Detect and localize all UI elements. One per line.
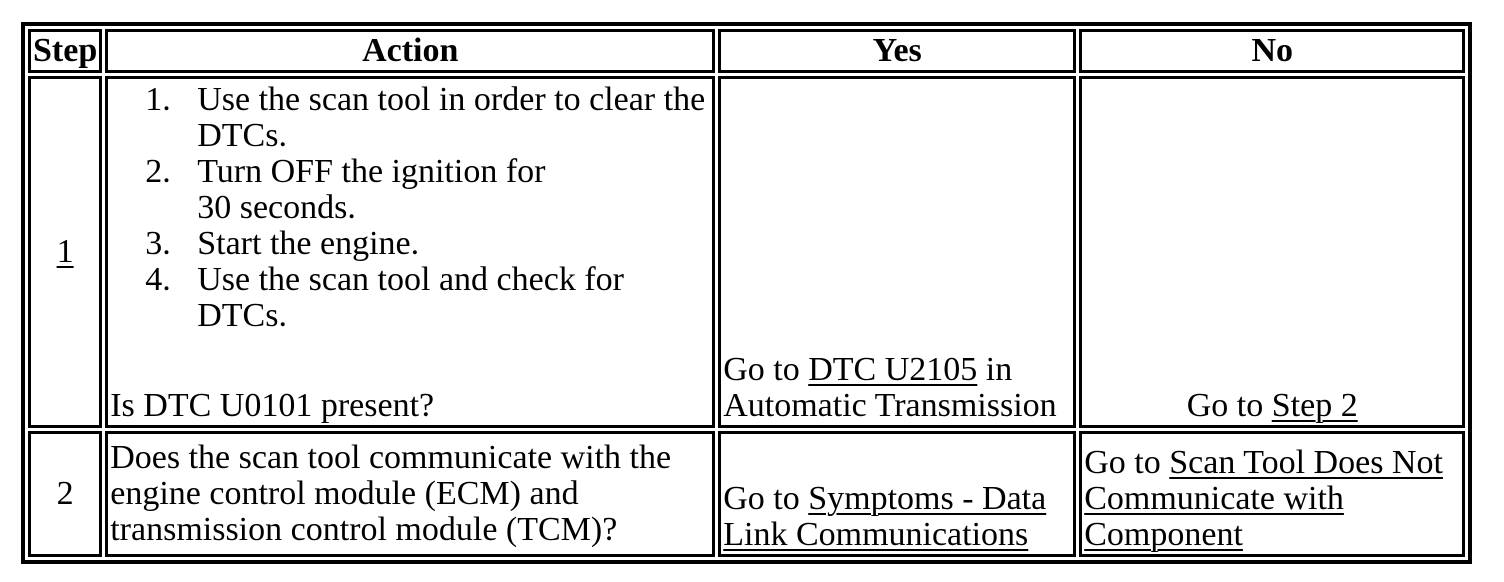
no-text-prefix: Go to (1186, 387, 1272, 424)
step-2-link[interactable]: Step 2 (1271, 387, 1358, 424)
column-header-yes: Yes (718, 29, 1077, 73)
yes-text-suffix: in Automatic Transmission (723, 351, 1057, 424)
column-header-action: Action (105, 29, 716, 73)
step-2-cell: 2 (28, 431, 103, 557)
step-1-link[interactable]: 1 (56, 233, 74, 270)
header-row: Step Action Yes No (28, 29, 1466, 73)
action-step-item: Start the engine. (145, 225, 420, 263)
table-row-step-1: 1 Use the scan tool in order to clear th… (28, 76, 1466, 428)
step-1-no-cell: Go to Step 2 (1079, 76, 1466, 428)
step-2-question: Does the scan tool communicate with the … (110, 439, 672, 548)
step-1-cell: 1 (28, 76, 103, 428)
table-row-step-2: 2 Does the scan tool communicate with th… (28, 431, 1466, 557)
scan-tool-does-not-communicate-link[interactable]: Scan Tool Does Not Communicate with Comp… (1084, 444, 1443, 553)
column-header-step: Step (28, 29, 103, 73)
yes-text-prefix: Go to (723, 480, 809, 517)
symptoms-data-link-communications-link[interactable]: Symptoms - Data Link Communications (723, 480, 1047, 553)
step-2-no-cell: Go to Scan Tool Does Not Communicate wit… (1079, 431, 1466, 557)
step-1-question: Is DTC U0101 present? (110, 387, 435, 424)
diagnostic-troubleshooting-table: Step Action Yes No 1 Use the scan tool i… (21, 22, 1473, 564)
no-text-prefix: Go to (1084, 444, 1170, 481)
step-2-yes-cell: Go to Symptoms - Data Link Communication… (718, 431, 1077, 557)
dtc-u2105-link[interactable]: DTC U2105 (808, 351, 978, 388)
step-2-action-cell: Does the scan tool communicate with the … (105, 431, 716, 557)
step-2-number: 2 (56, 475, 74, 512)
step-1-yes-cell: Go to DTC U2105 in Automatic Transmissio… (718, 76, 1077, 428)
column-header-no: No (1079, 29, 1466, 73)
yes-text-prefix: Go to (723, 351, 809, 388)
